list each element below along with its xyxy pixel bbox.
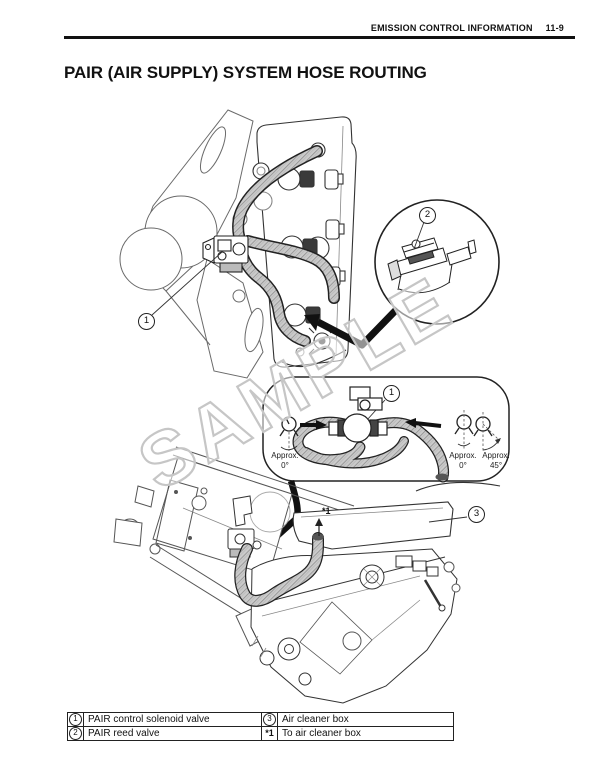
angle-label-left-value: 0°	[281, 460, 289, 470]
angle-label-right-value: 45°	[489, 460, 503, 470]
lower-engine-drawing	[250, 548, 461, 704]
legend-table: 1 PAIR control solenoid valve 3 Air clea…	[67, 712, 454, 741]
header-rule	[64, 36, 575, 39]
callout-star1: *1	[322, 506, 331, 516]
reed-valve-callout-circle	[374, 199, 500, 325]
callout-2: 2	[419, 207, 436, 224]
legend-key-2: 2	[69, 727, 82, 740]
angle-label-right: Approx. 45°	[474, 451, 518, 470]
header-section-title: EMISSION CONTROL INFORMATION	[370, 23, 533, 33]
angle-label-right-word: Approx.	[482, 451, 510, 460]
table-row: 1 PAIR control solenoid valve 3 Air clea…	[67, 712, 454, 727]
leader-line-3	[428, 516, 468, 523]
solenoid-inset-box	[262, 376, 510, 483]
upper-solenoid-valve	[202, 235, 249, 273]
lower-hose	[234, 532, 324, 607]
legend-label-air-cleaner-box: Air cleaner box	[277, 712, 454, 727]
angle-label-mid-value: 0°	[459, 460, 467, 470]
air-cleaner-box-drawing	[292, 481, 501, 550]
header-page-number: 11-9	[545, 23, 564, 33]
callout-1-inset: 1	[383, 385, 400, 402]
legend-key-3: 3	[263, 713, 276, 726]
page-title: PAIR (AIR SUPPLY) SYSTEM HOSE ROUTING	[64, 63, 427, 82]
table-row: 2 PAIR reed valve *1 To air cleaner box	[67, 726, 454, 741]
legend-label-to-air-cleaner-box: To air cleaner box	[277, 726, 454, 741]
upper-frame-drawing	[119, 109, 264, 379]
angle-label-left-word: Approx.	[271, 451, 299, 460]
angle-label-mid: Approx. 0°	[441, 451, 485, 470]
leader-line-1-upper	[151, 251, 223, 316]
legend-key-1: 1	[69, 713, 82, 726]
angle-label-left: Approx. 0°	[263, 451, 307, 470]
page-header: EMISSION CONTROL INFORMATION 11-9	[371, 23, 564, 33]
callout-3: 3	[468, 506, 485, 523]
legend-label-solenoid-valve: PAIR control solenoid valve	[83, 712, 262, 727]
to-airbox-arrow	[315, 518, 323, 536]
angle-label-mid-word: Approx.	[449, 451, 477, 460]
callout-arrow-upper	[304, 307, 399, 349]
callout-1-upper: 1	[138, 313, 155, 330]
upper-hoses	[232, 145, 340, 347]
legend-key-star1: *1	[265, 728, 274, 738]
legend-label-reed-valve: PAIR reed valve	[83, 726, 262, 741]
